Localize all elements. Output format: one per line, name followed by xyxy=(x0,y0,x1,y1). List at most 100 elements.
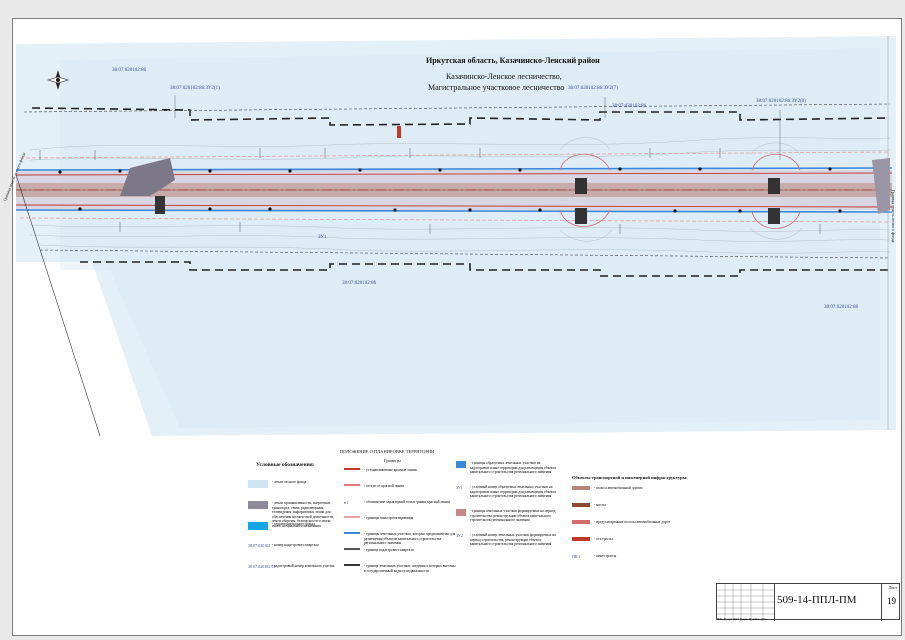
legend-center-swatch xyxy=(344,564,360,566)
header-region: Иркутская область, Казачинско-Ленский ра… xyxy=(426,56,600,65)
legend-right-item: ЗУ2 - условный номер земельных участков ф… xyxy=(456,533,556,547)
legend-center-item: - устанавливаемые красные линии xyxy=(344,468,456,473)
sheet-number: 19 xyxy=(887,596,896,606)
legend-left-item: - земли промышленности, энергетики, тран… xyxy=(248,501,338,528)
legend-infra-item: - полоса автомобильной дороги xyxy=(572,486,680,491)
quarter-boundary-lower xyxy=(80,261,890,277)
legend-left-item: 38:07:020102:93- кадастровый номер земел… xyxy=(248,564,338,569)
legend-right-item: - границы земельных участков формируемых… xyxy=(456,509,556,523)
title-block-grid: Изм. Кол.уч Лист №док. Подпись Дата xyxy=(717,584,775,621)
legend-infra-item: - предусмотренные полосы автомобильных д… xyxy=(572,520,680,525)
cadastral-label-lower-right: 38:07:020102:86 xyxy=(824,305,859,310)
cadastral-label-upper-center: 38:07:020102:86:ЗУ2(1) xyxy=(170,86,220,91)
cadastral-label-upper-right-2: 38:07:020102:86 xyxy=(612,104,647,109)
sheet-label: Лист xyxy=(888,585,897,590)
bridge-crossings xyxy=(155,178,780,224)
forest-fund-area xyxy=(16,36,896,436)
legend-infra-swatch xyxy=(572,486,590,490)
legend-center-label: - граница кадастрового квартала xyxy=(364,548,414,552)
crossing-arcs xyxy=(559,153,801,229)
legend-right-label: - условный номер земельных участков форм… xyxy=(470,533,556,546)
legend-right-item: - границы образуемых земельных участков … xyxy=(456,461,556,475)
legend-infra-swatch xyxy=(572,520,590,524)
forest-wash xyxy=(60,48,880,428)
legend-infra-item: - ось трассы xyxy=(572,537,680,542)
cadastral-label-upper-right-1: 38:07:020102:86:ЗУ2(7) xyxy=(568,86,618,91)
legend-center-label: - обозначение характерной точки границ к… xyxy=(364,500,450,504)
zone-label: ЗУ1 xyxy=(318,235,327,240)
legend-infra-title: Объекты транспортной и инженерной инфрас… xyxy=(572,475,688,480)
legend-left-item: - территория водного фонда xyxy=(248,522,338,530)
legend-infra-label: - полоса автомобильной дороги xyxy=(594,486,643,490)
legend-left-label: - земли промышленности, энергетики, тран… xyxy=(272,501,335,528)
legend-title: Условные обозначения: xyxy=(256,462,315,468)
legend-infra-label: - мосты xyxy=(594,503,606,507)
legend-right-label: - условный номер образуемых земельных уч… xyxy=(470,485,556,498)
legend-center-label: - границы зоны проектирования xyxy=(364,516,414,520)
legend-center-label: - устанавливаемые красные линии xyxy=(364,468,417,472)
legend-right-swatch xyxy=(456,461,466,468)
legend-center-title: ПОЛОЖЕНИЕ О ПЛАНИРОВКЕ ТЕРРИТОРИИ xyxy=(340,449,435,454)
legend-center-label: - границы земельных участков, которые пр… xyxy=(364,532,456,545)
cadastral-label-upper-left: 38:07:020102:86 xyxy=(112,68,147,73)
legend-left-item: 38:07:020102- номер кадастрового квартал… xyxy=(248,543,338,548)
legend-center-item: - граница земельных участков, сведения о… xyxy=(344,564,456,573)
legend-left-label: - кадастровый номер земельного участка xyxy=(272,564,335,568)
legend-center-subtitle: Границы xyxy=(384,458,401,463)
legend-left-item: - земли лесного фонда xyxy=(248,480,338,488)
legend-left-swatch xyxy=(248,522,268,530)
quarter-boundary-upper xyxy=(31,107,891,126)
plot-boundaries xyxy=(23,103,891,259)
legend-center-swatch xyxy=(344,516,360,518)
header-forestry: Казачинско-Ленское лесничество, xyxy=(446,72,562,81)
legend-center-item: - граница кадастрового квартала xyxy=(344,548,456,553)
red-marker xyxy=(397,126,401,138)
contour-lines xyxy=(29,137,891,254)
legend-center-swatch xyxy=(344,484,360,486)
legend-infra-item: ПК 1 - пикет трассы xyxy=(572,554,680,559)
design-zone xyxy=(19,151,891,223)
legend-right-code: ЗУ1 xyxy=(456,485,463,490)
cadastral-label-lower-center: 38:07:020102:86 xyxy=(342,281,377,286)
header-district: Магистральное участковое лесничество xyxy=(428,83,565,92)
legend-infra-item: - мосты xyxy=(572,503,680,508)
station-ticks xyxy=(39,148,821,234)
legend-center-swatch xyxy=(344,548,360,550)
legend-center-code: н1 xyxy=(344,500,349,505)
document-code: 509-14-ППЛ-ПМ xyxy=(777,594,857,606)
legend-infra-swatch xyxy=(572,537,590,541)
legend-right-label: - границы образуемых земельных участков … xyxy=(470,461,556,474)
legend-infra-label: - пикет трассы xyxy=(594,554,617,558)
legend-infra-label: - ось трассы xyxy=(594,537,613,541)
legend-right-item: ЗУ1 - условный номер образуемых земельных… xyxy=(456,485,556,499)
legend-left-swatch xyxy=(248,501,268,509)
north-arrow-icon xyxy=(46,70,70,90)
legend-center-swatch xyxy=(344,532,360,534)
legend-left-label: - земли лесного фонда xyxy=(272,480,307,484)
legend-left-label: - номер кадастрового квартала xyxy=(272,543,319,547)
industrial-area-left xyxy=(120,158,175,196)
legend-right-label: - границы земельных участков формируемых… xyxy=(470,509,556,522)
title-block: Изм. Кол.уч Лист №док. Подпись Дата 509-… xyxy=(716,583,900,621)
characteristic-points xyxy=(58,167,842,213)
legend-infra-code: ПК 1 xyxy=(572,554,581,559)
legend-infra-swatch xyxy=(572,503,590,507)
left-edge-boundary xyxy=(15,174,101,437)
legend-left-code: 38:07:020102:93 xyxy=(248,564,276,569)
sheet-box: Лист 19 xyxy=(881,584,899,621)
legend-right-swatch xyxy=(456,509,466,516)
legend-center-item: - границы земельных участков, которые пр… xyxy=(344,532,456,546)
legend-center-label: - граница земельных участков, сведения о… xyxy=(364,564,456,573)
legend-center-item: - границы зоны проектирования xyxy=(344,516,456,521)
legend-center-swatch xyxy=(344,468,360,470)
legend-left-code: 38:07:020102 xyxy=(248,543,271,548)
legend-infra-label: - предусмотренные полосы автомобильных д… xyxy=(594,520,671,524)
industrial-area-right xyxy=(872,158,890,214)
legend-right-code: ЗУ2 xyxy=(456,533,463,538)
cadastral-label-upper-right-3: 38:07:020102:86:ЗУ2(8) xyxy=(756,99,806,104)
legend-center-item: н1 - обозначение характерной точки границ… xyxy=(344,500,456,505)
legend-left-label: - территория водного фонда xyxy=(272,522,315,526)
legend-center-label: - отступ от красной линии xyxy=(364,484,405,488)
title-block-lines xyxy=(717,584,775,621)
